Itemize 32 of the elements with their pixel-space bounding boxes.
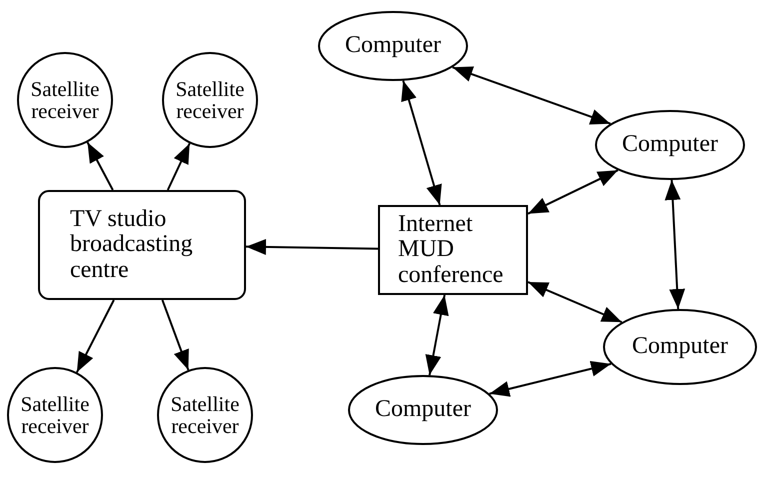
arrow	[161, 300, 190, 370]
ellipse-node	[603, 309, 757, 385]
arrow	[425, 294, 449, 376]
process-box	[38, 190, 246, 300]
node-label: Satellite receiver	[170, 392, 240, 438]
arrow	[76, 300, 115, 373]
arrow	[489, 360, 612, 397]
arrow	[246, 239, 378, 255]
node-label: Computer	[632, 334, 728, 360]
ellipse-node	[7, 367, 103, 463]
ellipse-node	[318, 11, 468, 81]
ellipse-node	[157, 367, 253, 463]
arrow	[664, 180, 686, 310]
ellipse-node	[162, 52, 258, 148]
ellipse-node	[595, 110, 745, 180]
arrow	[452, 66, 611, 125]
node-label: Computer	[345, 33, 441, 59]
node-label: Satellite receiver	[20, 392, 90, 438]
node-label: Satellite receiver	[174, 78, 246, 122]
node-label: Computer	[375, 397, 471, 423]
node-label: Internet MUD conference	[398, 212, 504, 288]
arrow	[401, 80, 442, 206]
process-box	[378, 205, 528, 295]
ellipse-node	[17, 52, 113, 148]
arrow	[166, 143, 191, 190]
node-label: Computer	[622, 132, 718, 158]
arrow	[86, 142, 114, 190]
arrow	[528, 281, 622, 324]
node-label: Satellite receiver	[30, 78, 100, 122]
arrow	[528, 169, 618, 215]
ellipse-node	[348, 375, 498, 445]
node-label: TV studio broadcasting centre	[70, 207, 194, 283]
